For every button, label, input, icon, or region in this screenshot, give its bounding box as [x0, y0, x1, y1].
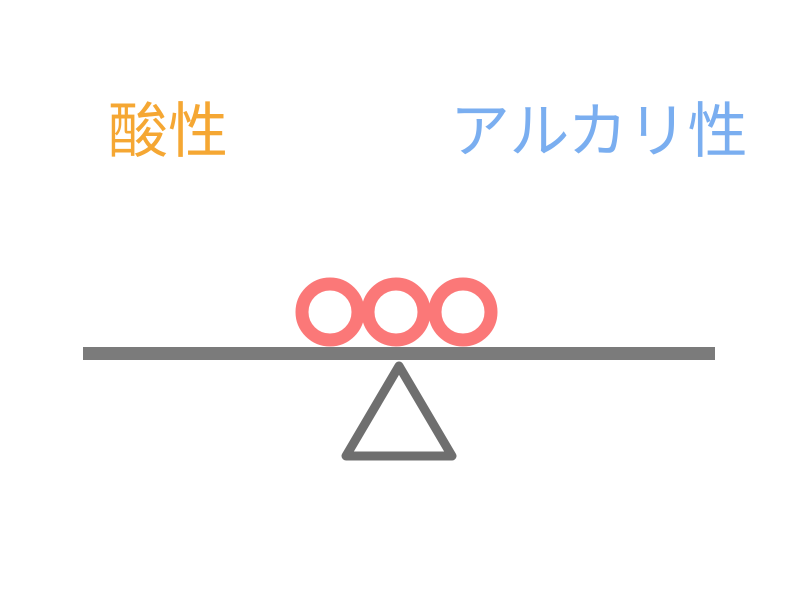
ball-3: [428, 277, 498, 347]
ball-2: [361, 277, 431, 347]
ball-1: [295, 277, 365, 347]
acidic-label: 酸性: [108, 97, 228, 167]
seesaw-beam: [83, 347, 715, 360]
alkaline-label: アルカリ性: [450, 97, 748, 167]
fulcrum-triangle: [341, 361, 457, 461]
